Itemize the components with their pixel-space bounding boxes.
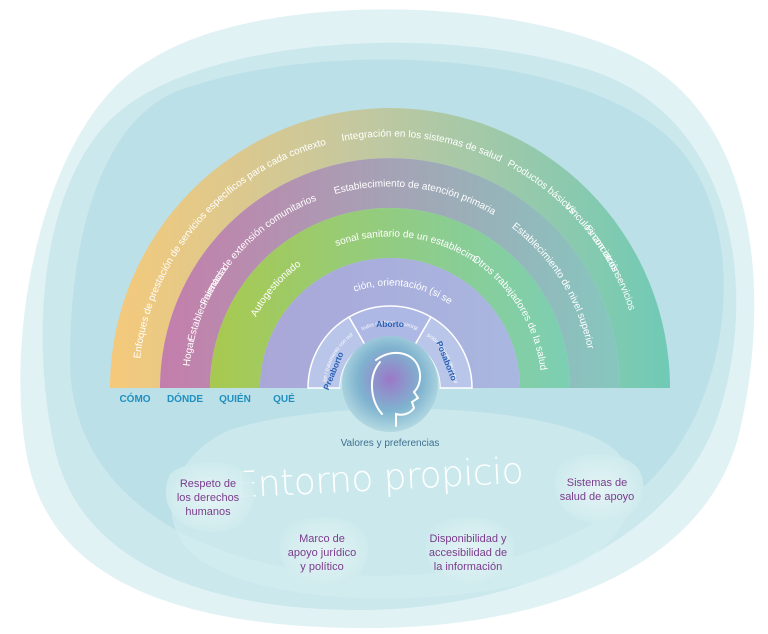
column-label-que: QUÉ	[273, 392, 295, 405]
pillar-line: los derechos	[177, 492, 240, 504]
pillar-line: apoyo jurídico	[288, 547, 357, 559]
pillar-shape	[554, 454, 644, 524]
pillar-information: Disponibilidad y accesibilidad de la infor…	[425, 517, 515, 587]
pillar-line: Disponibilidad y	[429, 533, 507, 545]
column-label-quien: QUIÉN	[219, 392, 251, 405]
band-donde	[160, 158, 620, 388]
woman-profile-icon	[371, 351, 422, 427]
pillar-legal-framework: Marco de apoyo jurídico y político	[279, 517, 369, 587]
center-circle	[342, 336, 438, 432]
pillar-line: salud de apoyo	[560, 491, 635, 503]
band-como	[110, 108, 670, 388]
pillar-line: la información	[434, 561, 502, 573]
band-quien	[210, 208, 570, 388]
pillar-line: accesibilidad de	[429, 547, 507, 559]
pillar-human-rights: Respeto de los derechos humanos	[165, 462, 255, 532]
band-donde-text-0: Hogar	[182, 337, 198, 367]
pillar-line: Marco de	[299, 533, 345, 545]
column-labels: CÓMO DÓNDE QUIÉN QUÉ	[119, 392, 295, 405]
column-label-donde: DÓNDE	[167, 392, 203, 405]
column-label-como: CÓMO	[119, 392, 150, 405]
pillar-line: Sistemas de	[567, 477, 628, 489]
pillar-support-systems: Sistemas de salud de apoyo	[554, 454, 644, 524]
pillar-line: y político	[300, 561, 343, 573]
aborto-label: Aborto	[376, 319, 404, 329]
center-values: Valores y preferencias	[341, 336, 440, 449]
pillar-line: humanos	[185, 506, 231, 518]
pillar-shape	[425, 517, 515, 587]
values-label: Valores y preferencias	[341, 438, 440, 449]
pillar-shape	[165, 462, 255, 532]
pillar-shape	[279, 517, 369, 587]
band-que	[260, 258, 520, 388]
pillar-line: Respeto de	[180, 478, 236, 490]
